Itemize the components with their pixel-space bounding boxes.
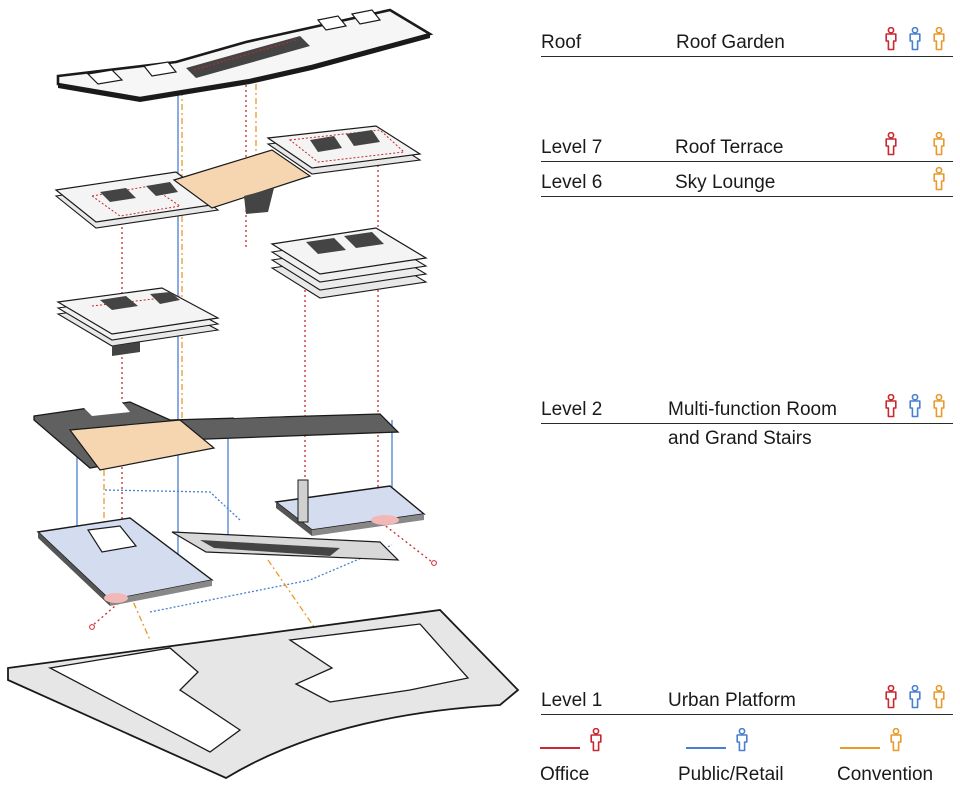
legend-label: Convention xyxy=(837,764,934,785)
level-6-7-slabs xyxy=(54,125,422,229)
level-row-roof: Roof Roof Garden xyxy=(541,26,953,57)
person-figure-icon xyxy=(931,684,947,709)
level-1-plate xyxy=(7,609,520,780)
person-figure-icon xyxy=(888,727,904,752)
user-icons xyxy=(883,26,951,53)
convention-circulation-line xyxy=(267,559,331,651)
level-description: Sky Lounge xyxy=(675,172,776,193)
user-icons xyxy=(883,393,951,420)
level-2-lower-slabs xyxy=(36,479,437,630)
level-row-level-7: Level 7 Roof Terrace xyxy=(541,131,953,162)
level-2-upper-slab xyxy=(33,400,400,471)
person-figure-icon xyxy=(931,166,947,191)
level-label: Level 6 xyxy=(541,172,603,193)
level-label: Level 1 xyxy=(541,690,603,711)
user-icons xyxy=(883,131,951,158)
person-figure-icon xyxy=(931,26,947,51)
level-row-level-1: Level 1 Urban Platform xyxy=(541,684,953,715)
person-figure-icon xyxy=(883,684,899,709)
person-figure-icon xyxy=(907,684,923,709)
level-row-level-2: Level 2 Multi-function Room xyxy=(541,393,953,424)
legend-public: Public/Retail xyxy=(678,727,826,787)
person-figure-icon xyxy=(931,393,947,418)
person-figure-icon xyxy=(883,393,899,418)
legend-office: Office xyxy=(540,727,660,787)
user-icons xyxy=(883,684,951,711)
legend-label: Public/Retail xyxy=(678,764,784,785)
person-figure-icon xyxy=(883,131,899,156)
level-description: Multi-function Room xyxy=(668,399,837,420)
tower-stack-left xyxy=(56,287,220,356)
exploded-axonometric-diagram xyxy=(7,8,520,780)
person-figure-icon xyxy=(734,727,750,752)
legend-line-convention xyxy=(840,747,880,749)
person-figure-icon xyxy=(931,131,947,156)
person-figure-icon xyxy=(883,26,899,51)
level-description: Roof Terrace xyxy=(675,137,784,158)
legend-label: Office xyxy=(540,764,590,785)
level-label: Level 7 xyxy=(541,137,603,158)
legend-line-public xyxy=(686,747,726,749)
level-row-level-6: Level 6 Sky Lounge xyxy=(541,166,953,197)
person-figure-icon xyxy=(907,393,923,418)
level-label: Level 2 xyxy=(541,399,603,420)
person-figure-icon xyxy=(907,26,923,51)
level-description: Roof Garden xyxy=(676,32,785,53)
user-icons xyxy=(883,166,951,193)
office-circulation-line xyxy=(377,519,433,563)
level-description: Urban Platform xyxy=(668,690,796,711)
legend-convention: Convention xyxy=(837,727,958,787)
level-description-line-2: and Grand Stairs xyxy=(668,428,812,449)
public-circulation-line xyxy=(104,489,241,521)
roof-slab xyxy=(56,8,434,102)
person-figure-icon xyxy=(588,727,604,752)
tower-stack-right xyxy=(270,227,428,299)
level-label: Roof xyxy=(541,32,582,53)
legend-line-office xyxy=(540,747,580,749)
